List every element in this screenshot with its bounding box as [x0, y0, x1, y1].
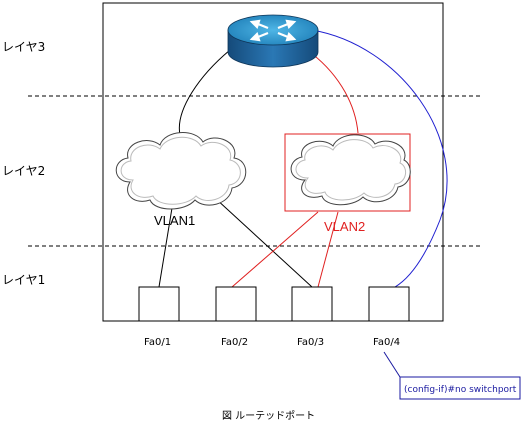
switch-frame — [102, 2, 444, 322]
link-vlan2-fa03 — [317, 211, 339, 288]
port-fa04 — [368, 286, 410, 322]
port-fa01 — [138, 286, 180, 322]
vlan1-cloud-icon — [115, 132, 247, 210]
port-fa03 — [291, 286, 333, 322]
link-vlan1-fa01 — [158, 207, 173, 288]
callout-pointer — [383, 351, 401, 378]
vlan2-cloud-icon — [290, 134, 411, 206]
layer-label-3: レイヤ3 — [2, 40, 45, 54]
link-vlan1-fa03 — [214, 197, 313, 288]
callout-command: (config-if)#no switchport — [404, 385, 517, 395]
port-label-fa02: Fa0/2 — [221, 337, 248, 348]
callout-box — [399, 376, 521, 400]
port-label-fa01: Fa0/1 — [144, 337, 171, 348]
router-icon — [227, 14, 319, 68]
figure-caption: 図 ルーテッドポート — [222, 410, 315, 422]
layer-label-1: レイヤ1 — [2, 273, 45, 287]
vlan2-label: VLAN2 — [324, 219, 365, 234]
port-fa02 — [215, 286, 257, 322]
link-router-vlan1 — [178, 49, 231, 136]
port-label-fa03: Fa0/3 — [297, 337, 324, 348]
link-router-fa04 — [311, 29, 448, 288]
link-vlan2-fa02 — [231, 211, 319, 288]
link-router-vlan2 — [306, 49, 359, 134]
layer-label-2: レイヤ2 — [2, 164, 45, 178]
port-label-fa04: Fa0/4 — [373, 337, 400, 348]
vlan1-label: VLAN1 — [154, 213, 195, 228]
